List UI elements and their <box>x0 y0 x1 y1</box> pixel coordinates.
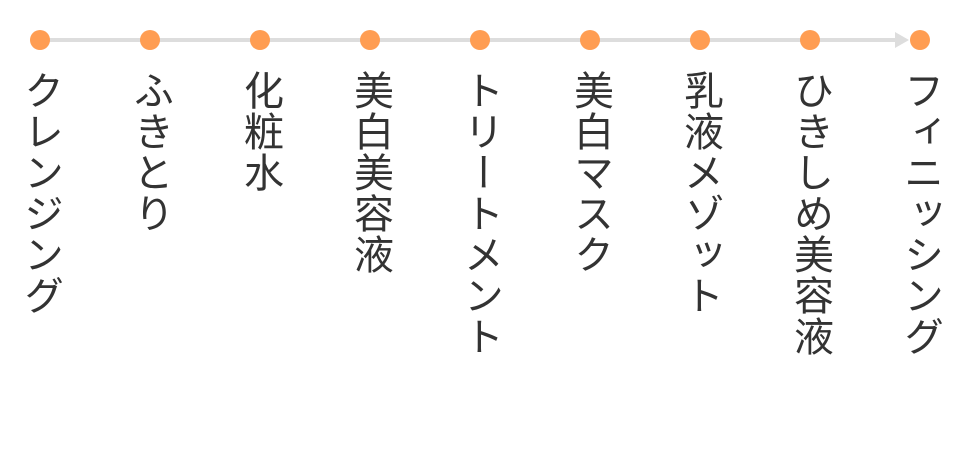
step-1: クレンジング <box>10 0 70 450</box>
step-label: 乳液メゾット <box>677 70 723 316</box>
step-label: 化粧水 <box>237 70 283 193</box>
step-2: ふきとり <box>120 0 180 450</box>
step-label: フィニッシング <box>897 70 943 357</box>
step-label: 美白マスク <box>567 70 613 275</box>
step-dot <box>30 30 50 50</box>
step-label: 美白美容液 <box>347 70 393 275</box>
step-label: クレンジング <box>17 70 63 316</box>
step-dot <box>360 30 380 50</box>
timeline-track <box>40 38 898 42</box>
step-7: 乳液メゾット <box>670 0 730 450</box>
arrow-head-icon <box>895 32 909 48</box>
step-6: 美白マスク <box>560 0 620 450</box>
step-label: トリートメント <box>457 70 503 357</box>
step-3: 化粧水 <box>230 0 290 450</box>
step-label: ひきしめ美容液 <box>787 70 833 357</box>
step-dot <box>800 30 820 50</box>
step-9: フィニッシング <box>890 0 950 450</box>
step-4: 美白美容液 <box>340 0 400 450</box>
step-dot <box>580 30 600 50</box>
step-label: ふきとり <box>127 70 173 234</box>
step-dot <box>250 30 270 50</box>
step-dot <box>910 30 930 50</box>
step-5: トリートメント <box>450 0 510 450</box>
step-dot <box>140 30 160 50</box>
step-dot <box>690 30 710 50</box>
step-dot <box>470 30 490 50</box>
step-8: ひきしめ美容液 <box>780 0 840 450</box>
